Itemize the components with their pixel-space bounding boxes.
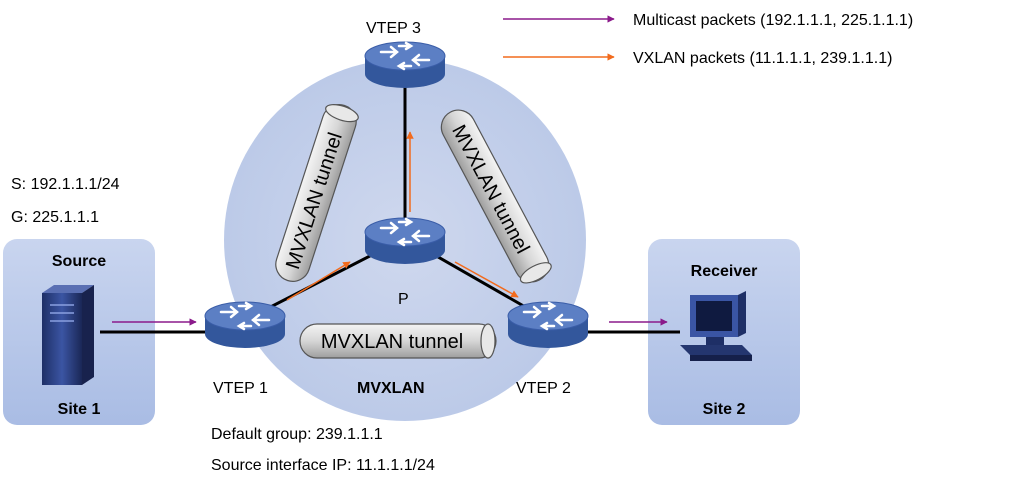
server-icon xyxy=(42,285,94,385)
p-label: P xyxy=(398,291,409,308)
tunnel-bottom: MVXLAN tunnel xyxy=(299,323,497,359)
mvxlan-network-label: MVXLAN xyxy=(357,380,425,397)
source-ip-label: S: 192.1.1.1/24 xyxy=(11,176,120,193)
legend-multicast-label: Multicast packets (192.1.1.1, 225.1.1.1) xyxy=(633,12,913,29)
group-ip-label: G: 225.1.1.1 xyxy=(11,209,99,226)
legend-vxlan-label: VXLAN packets (11.1.1.1, 239.1.1.1) xyxy=(633,50,892,67)
vtep3-label: VTEP 3 xyxy=(366,20,421,37)
vtep3-router-icon xyxy=(363,40,447,90)
vtep1-router-icon xyxy=(203,300,287,350)
site2-name: Site 2 xyxy=(703,401,746,418)
vtep2-label: VTEP 2 xyxy=(516,380,571,397)
default-group-label: Default group: 239.1.1.1 xyxy=(211,426,383,443)
vxlan-arrow-p-vtep2 xyxy=(454,261,519,298)
vxlan-arrow-vtep1-p xyxy=(286,261,351,301)
tunnel-bottom-label: MVXLAN tunnel xyxy=(321,331,463,353)
site1-title: Source xyxy=(52,253,106,270)
p-router-icon xyxy=(363,216,447,266)
computer-icon xyxy=(680,291,752,361)
site1-name: Site 1 xyxy=(58,401,101,418)
vtep1-label: VTEP 1 xyxy=(213,380,268,397)
source-interface-ip-label: Source interface IP: 11.1.1.1/24 xyxy=(211,457,435,474)
vtep2-router-icon xyxy=(506,300,590,350)
legend: Multicast packets (192.1.1.1, 225.1.1.1)… xyxy=(503,12,913,67)
site2-title: Receiver xyxy=(691,263,758,280)
